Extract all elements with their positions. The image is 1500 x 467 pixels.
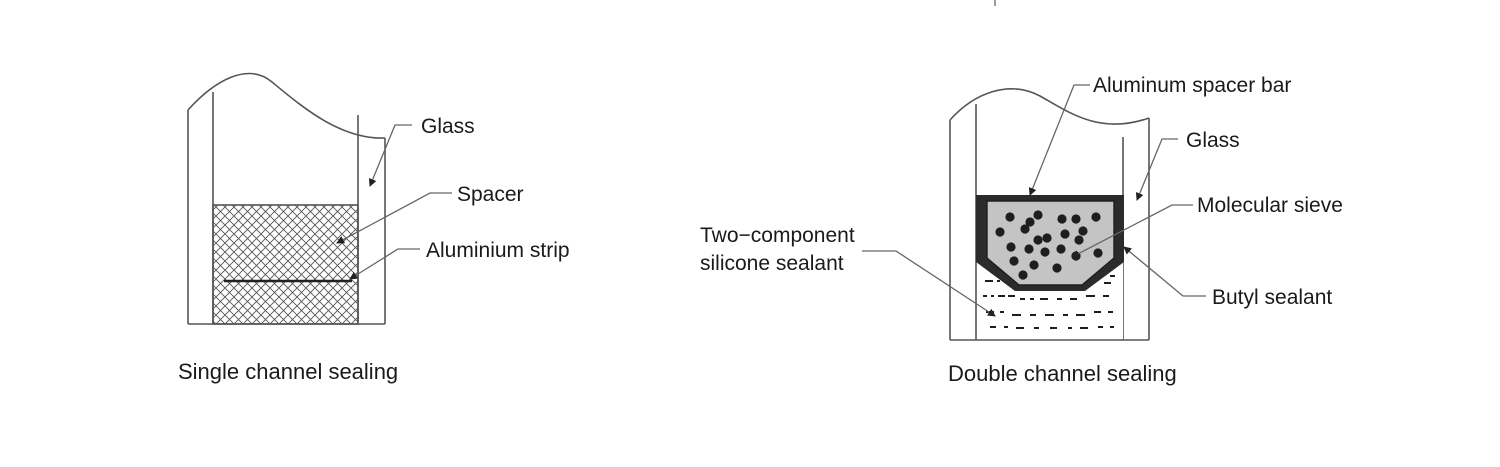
sieve-dot	[1029, 260, 1039, 270]
sieve-dot	[1091, 212, 1101, 222]
double-spacer-bar	[986, 200, 1115, 286]
sieve-dot	[995, 227, 1005, 237]
sieve-dot	[1009, 256, 1019, 266]
double-sieve-leader	[1071, 204, 1193, 258]
double-glass-leader	[1135, 138, 1178, 201]
double-butyl-label: Butyl sealant	[1212, 286, 1332, 309]
double-channel-diagram: Aluminum spacer bar Glass Molecular siev…	[700, 74, 1343, 386]
sieve-dot	[1005, 212, 1015, 222]
double-silicone-label-line2: silicone sealant	[700, 252, 844, 275]
sieve-dot	[1042, 233, 1052, 243]
single-strip-leader	[349, 248, 420, 280]
single-glass-label: Glass	[421, 115, 475, 138]
double-butyl-leader	[1123, 246, 1206, 297]
double-caption: Double channel sealing	[948, 361, 1177, 386]
sieve-dot	[1057, 214, 1067, 224]
sieve-dot	[1006, 242, 1016, 252]
sieve-dot	[1056, 244, 1066, 254]
double-silicone-leader	[862, 250, 996, 317]
double-silicone-label-line1: Two−component	[700, 224, 855, 247]
sieve-dot	[1074, 235, 1084, 245]
sieve-dot	[1020, 224, 1030, 234]
sieve-dot	[1052, 263, 1062, 273]
sieve-dot	[1093, 248, 1103, 258]
double-break-line	[949, 88, 1150, 125]
single-spacer-leader	[336, 192, 452, 244]
double-spacer-bar-leader	[1028, 84, 1090, 196]
single-spacer-block	[212, 204, 359, 325]
sieve-dot	[1078, 226, 1088, 236]
sieve-dot	[1018, 270, 1028, 280]
single-strip-label: Aluminium strip	[426, 239, 570, 262]
single-channel-diagram: Glass Spacer Aluminium strip Single chan…	[178, 72, 570, 384]
sieve-dot	[1033, 210, 1043, 220]
sieve-dot	[1024, 244, 1034, 254]
sieve-dot	[1040, 247, 1050, 257]
single-break-line	[187, 72, 386, 139]
double-glass-label: Glass	[1186, 129, 1240, 152]
sieve-dot	[1025, 217, 1035, 227]
sieve-dot	[1033, 235, 1043, 245]
single-caption: Single channel sealing	[178, 359, 398, 384]
single-glass-leader	[368, 124, 412, 187]
sieve-dot	[1071, 214, 1081, 224]
double-sieve-label: Molecular sieve	[1197, 194, 1343, 217]
sieve-dot	[1060, 229, 1070, 239]
single-spacer-label: Spacer	[457, 183, 524, 206]
double-spacer-bar-label: Aluminum spacer bar	[1093, 74, 1291, 97]
